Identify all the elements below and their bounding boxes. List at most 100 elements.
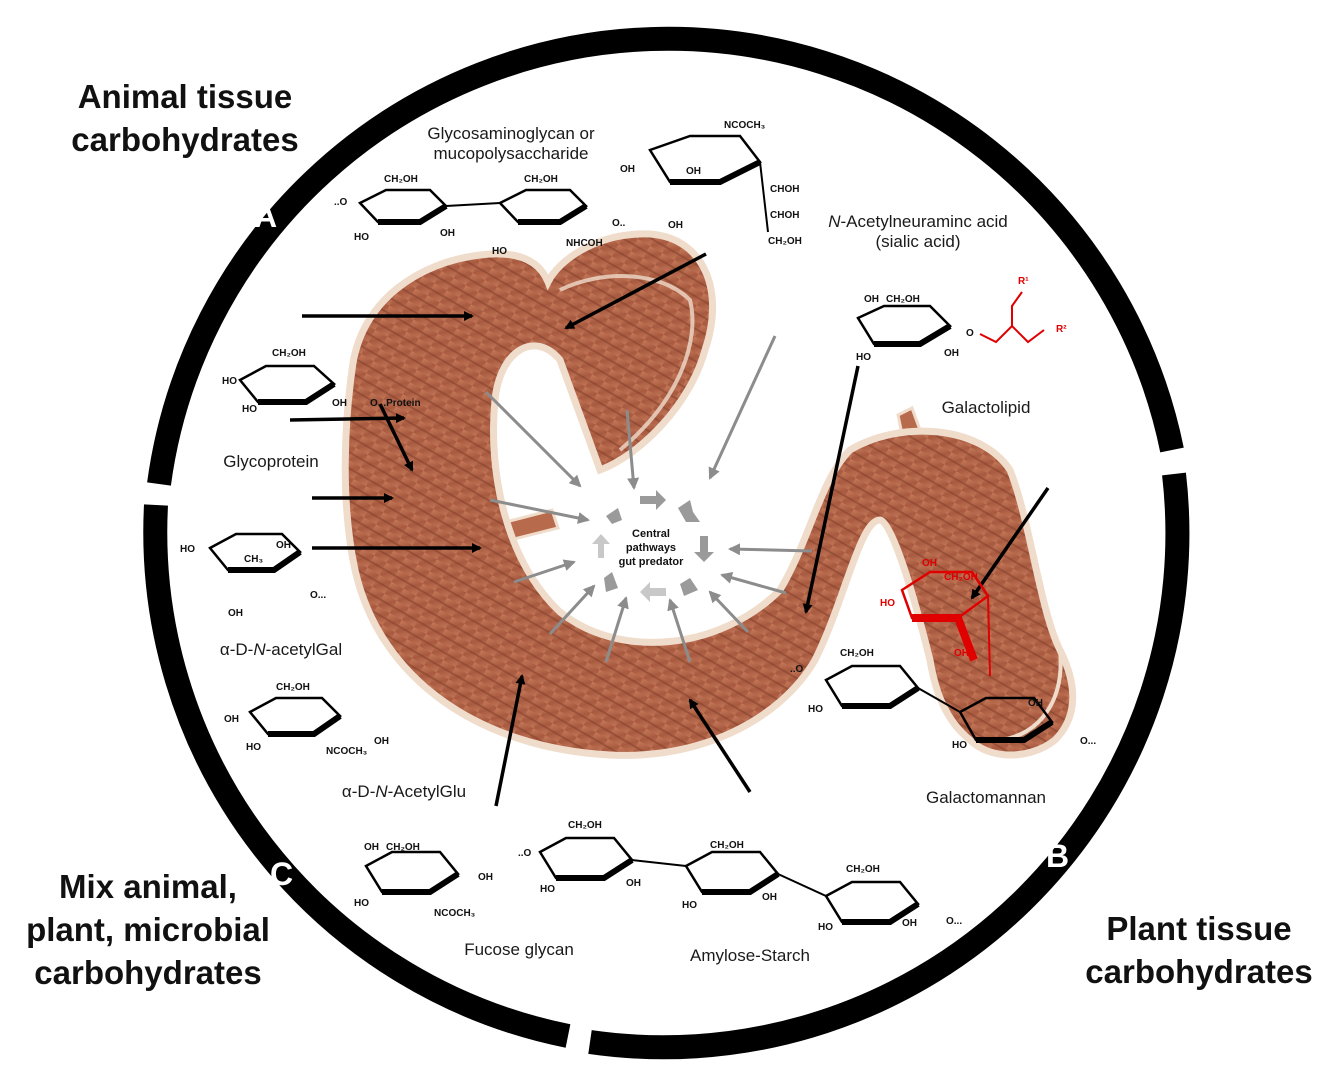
amylose-structure: ..O CH₂OH HO OH CH₂OH HO OH CH₂OH HO OH … — [518, 820, 962, 933]
chem-label: CH₂OH — [276, 682, 310, 693]
chem-label: CH₂OH — [846, 864, 880, 875]
acetylglu-structure: CH₂OH OH HO NCOCH₃ OH — [224, 682, 389, 757]
chem-label: HO — [246, 742, 261, 753]
chem-label: HO — [808, 704, 823, 715]
chem-label: O... — [310, 590, 326, 601]
chem-label: HO — [492, 246, 507, 257]
bond — [446, 203, 500, 206]
chem-label: CH₂OH — [384, 174, 418, 185]
gag-structure: ..O CH₂OH HO OH CH₂OH NHCOH HO O.. — [334, 174, 626, 257]
chem-label: HO — [242, 404, 257, 415]
chem-label: HO — [856, 352, 871, 363]
label-acetylgal-post: -acetylGal — [266, 640, 343, 659]
ring-letter-b: B — [1046, 838, 1069, 875]
label-galactomannan: Galactomannan — [906, 788, 1066, 808]
gray-arrow — [722, 575, 786, 593]
sialic-structure: NCOCH₃ OH OH OH CHOH CHOH CH₂OH — [620, 120, 802, 247]
chem-label: NCOCH₃ — [326, 746, 368, 757]
chem-label: O — [966, 328, 974, 339]
region-title-mix-line3: carbohydrates — [0, 952, 296, 995]
label-fucose-glycan: Fucose glycan — [446, 940, 592, 960]
label-sialic-acid-rest: -Acetylneuraminc acid — [841, 212, 1008, 231]
chem-label: OH — [332, 398, 347, 409]
region-title-mix-line2: plant, microbial — [0, 909, 296, 952]
ring-bold-edge — [258, 384, 334, 402]
ring-bold-edge — [382, 874, 458, 892]
gray-arrow — [710, 336, 775, 478]
label-galactolipid: Galactolipid — [916, 398, 1056, 418]
chem-label: CH₂OH — [840, 648, 874, 659]
bond — [632, 860, 686, 866]
chem-label: CH₂OH — [272, 348, 306, 359]
chem-label: OH — [902, 918, 917, 929]
chem-label: OH — [626, 878, 641, 889]
chem-label: CH₂OH — [524, 174, 558, 185]
chem-label: HO — [682, 900, 697, 911]
label-acetylglu-italic: N — [375, 782, 387, 801]
chem-label: ..O — [790, 664, 804, 675]
ring — [650, 136, 760, 182]
chem-label: CH₃ — [244, 554, 263, 565]
gray-arrow — [730, 549, 812, 551]
chem-label: CH₂OH — [768, 236, 802, 247]
region-title-animal-line1: Animal tissue — [40, 76, 330, 119]
chem-label: OH — [864, 294, 879, 305]
chem-label: OH — [762, 892, 777, 903]
chem-label: OH — [440, 228, 455, 239]
label-glycoprotein: Glycoprotein — [206, 452, 336, 472]
region-title-mix: Mix animal, plant, microbial carbohydrat… — [0, 866, 296, 995]
chem-label: OH — [224, 714, 239, 725]
ring-bold-edge — [842, 688, 918, 706]
gut-body — [345, 234, 1072, 756]
label-acetylgal-pre: α-D- — [220, 640, 253, 659]
lipid-chain — [980, 292, 1044, 342]
ring-bold-edge — [702, 874, 778, 892]
label-sialic-acid-line2: (sialic acid) — [806, 232, 1030, 252]
chem-label: ..O — [518, 848, 532, 859]
ring-bold-edge — [378, 206, 446, 222]
chem-label: OH — [228, 608, 243, 619]
chem-label: OH — [922, 558, 937, 569]
acetylgal-structure: HO CH₃ OH OH O... — [180, 534, 326, 619]
chem-label: O.. — [612, 218, 626, 229]
bond — [778, 874, 826, 896]
chem-label: O... — [946, 916, 962, 927]
chem-label: CHOH — [770, 210, 799, 221]
chem-label: OH — [276, 540, 291, 551]
chem-label: CHOH — [770, 184, 799, 195]
label-acetylglu: α-D-N-AcetylGlu — [316, 782, 492, 802]
chem-label: CH₂OH — [386, 842, 420, 853]
region-title-mix-line1: Mix animal, — [0, 866, 296, 909]
chem-label: OH — [944, 348, 959, 359]
label-glycosaminoglycan-line1: Glycosaminoglycan or — [396, 124, 626, 144]
chem-label: OH — [686, 166, 701, 177]
chem-label: HO — [354, 898, 369, 909]
ring-bold-edge — [670, 162, 760, 182]
chem-label: OH — [954, 648, 969, 659]
chem-label: HO — [354, 232, 369, 243]
label-sialic-acid-line1: N-Acetylneuraminc acid — [806, 212, 1030, 232]
label-acetylgal-italic: N — [253, 640, 265, 659]
chem-label: HO — [952, 740, 967, 751]
chem-label: OH — [478, 872, 493, 883]
chem-label: HO — [818, 922, 833, 933]
chem-label: O... — [1080, 736, 1096, 747]
chem-label: CH₂OH — [944, 572, 978, 583]
chem-label: NCOCH₃ — [724, 120, 766, 131]
label-acetylglu-pre: α-D- — [342, 782, 375, 801]
gut-illustration — [345, 234, 1072, 756]
label-sialic-acid: N-Acetylneuraminc acid (sialic acid) — [806, 212, 1030, 251]
chem-label: O...Protein — [370, 398, 421, 409]
chem-label: HO — [880, 598, 895, 609]
chem-label: NHCOH — [566, 238, 603, 249]
ring-bold-edge — [228, 552, 300, 570]
chem-label: ..O — [334, 197, 348, 208]
ring-bold-edge — [268, 716, 340, 734]
ring-letter-a: A — [254, 198, 277, 235]
cycle-arrow — [640, 490, 666, 510]
region-title-plant-line1: Plant tissue — [1066, 908, 1332, 951]
label-acetylgal: α-D-N-acetylGal — [196, 640, 366, 660]
label-glycosaminoglycan: Glycosaminoglycan or mucopolysaccharide — [396, 124, 626, 163]
chem-label: NCOCH₃ — [434, 908, 476, 919]
